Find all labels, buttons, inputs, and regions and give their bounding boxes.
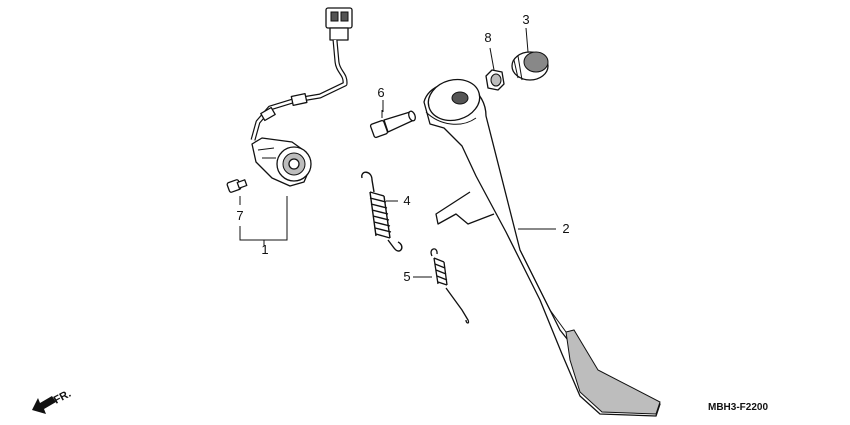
callout-5: 5 bbox=[403, 269, 410, 284]
diagram-code: MBH3-F2200 bbox=[708, 402, 768, 413]
front-direction-arrow-icon bbox=[32, 396, 56, 414]
callout-1: 1 bbox=[261, 242, 268, 257]
callout-2: 2 bbox=[562, 221, 569, 236]
side-stand bbox=[423, 78, 661, 417]
rubber-cap bbox=[511, 51, 549, 81]
switch-bolt bbox=[226, 179, 248, 193]
callout-4: 4 bbox=[403, 193, 410, 208]
pivot-bolt bbox=[369, 110, 416, 139]
callout-3: 3 bbox=[522, 12, 529, 27]
nut bbox=[485, 69, 505, 91]
callout-8: 8 bbox=[484, 30, 491, 45]
large-spring bbox=[361, 171, 403, 252]
small-spring bbox=[430, 248, 470, 324]
callout-7: 7 bbox=[236, 208, 243, 223]
leader-lines bbox=[382, 27, 556, 278]
direction-label: FR. bbox=[52, 388, 73, 407]
callout-6: 6 bbox=[377, 85, 384, 100]
side-stand-switch bbox=[250, 7, 353, 187]
